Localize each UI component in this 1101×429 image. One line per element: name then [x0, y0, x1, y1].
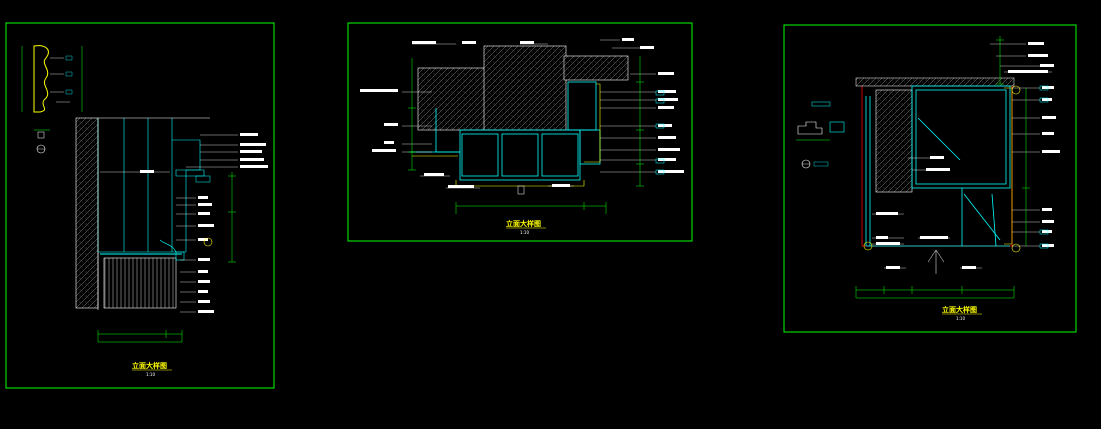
- label-stubs-sheet-2-left: [360, 41, 570, 188]
- sheet-2: 立面大样图 1:10: [347, 22, 693, 242]
- sheet-1-scale: 1:10: [146, 372, 155, 377]
- dims-sheet-3: [855, 36, 1030, 299]
- slat-panel: [103, 257, 177, 309]
- label-stubs-sheet-3-right: [1008, 42, 1060, 247]
- tag-boxes-sheet-3: [1039, 85, 1049, 249]
- sheet-3: 立面大样图 1:10: [783, 24, 1077, 333]
- sheet-1-title: 立面大样图: [132, 361, 167, 370]
- sheet-2-scale: 1:10: [520, 230, 529, 235]
- section-marker-3: [796, 101, 845, 169]
- sheet-3-scale: 1:10: [956, 316, 965, 321]
- sheet-3-title: 立面大样图: [942, 305, 977, 314]
- label-stubs-sheet-1: [140, 133, 268, 313]
- sheet-1-frame: [5, 22, 275, 389]
- sheet-3-frame: [783, 24, 1077, 333]
- sheet-2-title: 立面大样图: [506, 219, 541, 228]
- moulding-profile: [21, 45, 83, 113]
- leaders-sheet-1: [100, 134, 238, 313]
- sheet-2-frame: [347, 22, 693, 242]
- dims-sheet-1: [97, 172, 236, 343]
- hatch-right: [563, 55, 629, 81]
- dims-sheet-2: [408, 56, 644, 214]
- section-marker-1: [34, 129, 50, 154]
- hatch-left: [417, 67, 487, 131]
- hatch-center: [483, 45, 567, 131]
- label-stubs-sheet-2-right: [622, 38, 684, 173]
- wall-hatch: [75, 117, 99, 309]
- frame-structure-3: [865, 85, 1011, 247]
- hatch-mass-3: [875, 89, 913, 193]
- sheet-1: 立面大样图 1:10: [5, 22, 275, 389]
- leaders-sheet-3-right: [990, 43, 1052, 247]
- tag-boxes-sheet-2: [655, 90, 665, 175]
- label-stubs-sheet-3-inner: [876, 156, 976, 269]
- elevation-main: [97, 117, 210, 310]
- leaders-sheet-2-right: [600, 39, 656, 173]
